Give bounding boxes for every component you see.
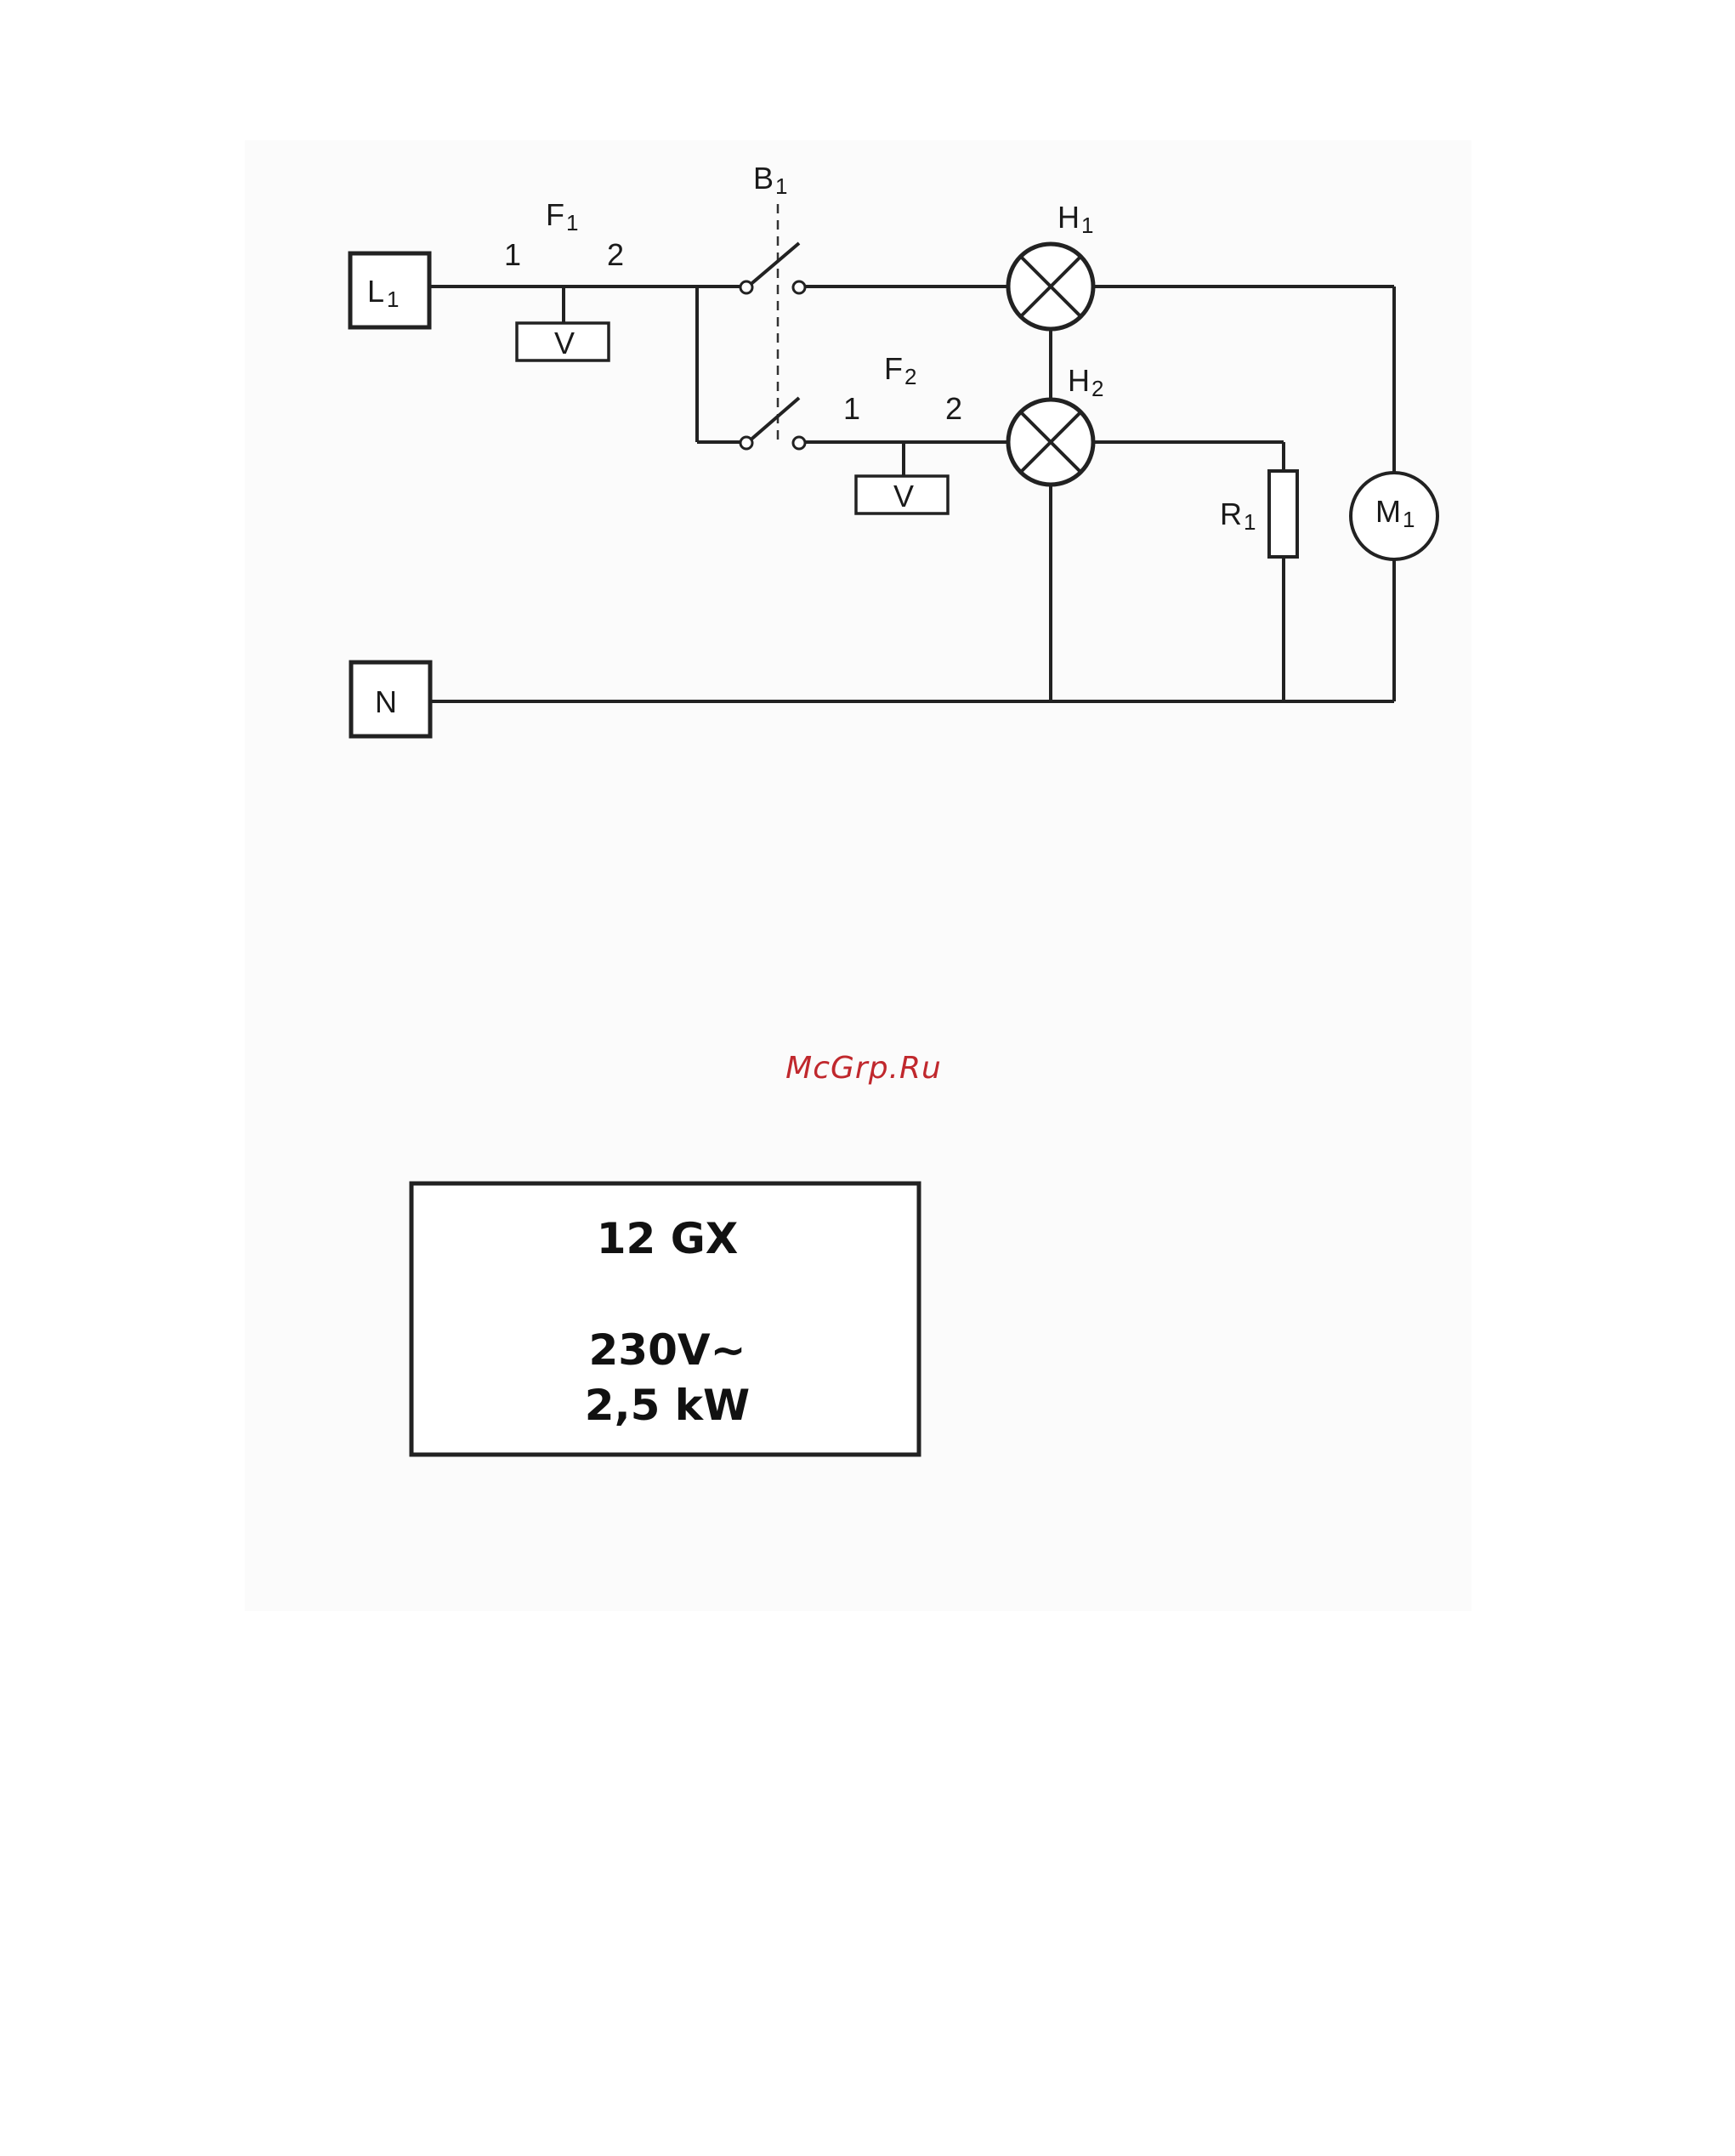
fuse-f2: F2 1 2 V	[843, 351, 962, 513]
fuse-f1-label: F	[546, 197, 564, 232]
switch-b1-contact-top-right	[793, 281, 805, 293]
motor-m1-subscript: 1	[1403, 507, 1415, 532]
fuse-f1-pin-2: 2	[607, 237, 624, 272]
motor-m1-label: M	[1375, 494, 1401, 529]
fuse-f1-meter-label: V	[554, 326, 575, 360]
lamp-h2-subscript: 2	[1091, 376, 1103, 401]
switch-b1-label: B	[753, 161, 774, 196]
resistor-r1-label: R	[1220, 496, 1242, 531]
svg-text:F2: F2	[884, 351, 916, 389]
svg-text:R1: R1	[1220, 496, 1256, 535]
svg-text:H2: H2	[1068, 363, 1103, 401]
motor-m1: M1	[1351, 473, 1437, 559]
lamp-h1: H1	[1008, 200, 1093, 329]
terminal-n-label: N	[375, 684, 397, 719]
fuse-f2-label: F	[884, 351, 903, 386]
switch-b1-blade-bottom	[748, 398, 799, 442]
switch-b1-contact-bottom-right	[793, 437, 805, 449]
fuse-f2-subscript: 2	[904, 364, 916, 389]
switch-b1-contact-top-left	[740, 281, 752, 293]
switch-b1-contact-bottom-left	[740, 437, 752, 449]
switch-b1-blade-top	[748, 243, 799, 287]
switch-b1-subscript: 1	[775, 173, 787, 199]
nameplate-power: 2,5 kW	[585, 1381, 750, 1430]
fuse-f1-pin-1: 1	[504, 237, 521, 272]
fuse-f2-pin-2: 2	[945, 391, 962, 426]
fuse-f1: F1 1 2 V	[504, 197, 624, 360]
svg-text:H1: H1	[1057, 200, 1093, 238]
svg-text:B1: B1	[753, 161, 787, 199]
watermark-text: McGrp.Ru	[785, 1051, 942, 1086]
nameplate: 12 GX 230V~ 2,5 kW	[411, 1183, 919, 1455]
lamp-h1-label: H	[1057, 200, 1080, 235]
lamp-h2: H2	[1008, 363, 1103, 485]
svg-text:F1: F1	[546, 197, 578, 235]
lamp-h1-subscript: 1	[1081, 213, 1093, 238]
terminal-l1-subscript: 1	[387, 287, 399, 312]
resistor-r1-subscript: 1	[1244, 509, 1256, 535]
fuse-f2-meter-label: V	[893, 479, 914, 513]
resistor-r1: R1	[1220, 471, 1297, 557]
terminal-n: N	[351, 662, 430, 736]
resistor-r1-body	[1269, 471, 1297, 557]
nameplate-voltage: 230V~	[589, 1325, 746, 1375]
switch-b1: B1	[740, 161, 805, 449]
nameplate-model: 12 GX	[597, 1214, 739, 1263]
lamp-h2-label: H	[1068, 363, 1090, 398]
fuse-f2-pin-1: 1	[843, 391, 860, 426]
fuse-f1-subscript: 1	[566, 210, 578, 235]
terminal-l1-label: L	[367, 274, 384, 309]
